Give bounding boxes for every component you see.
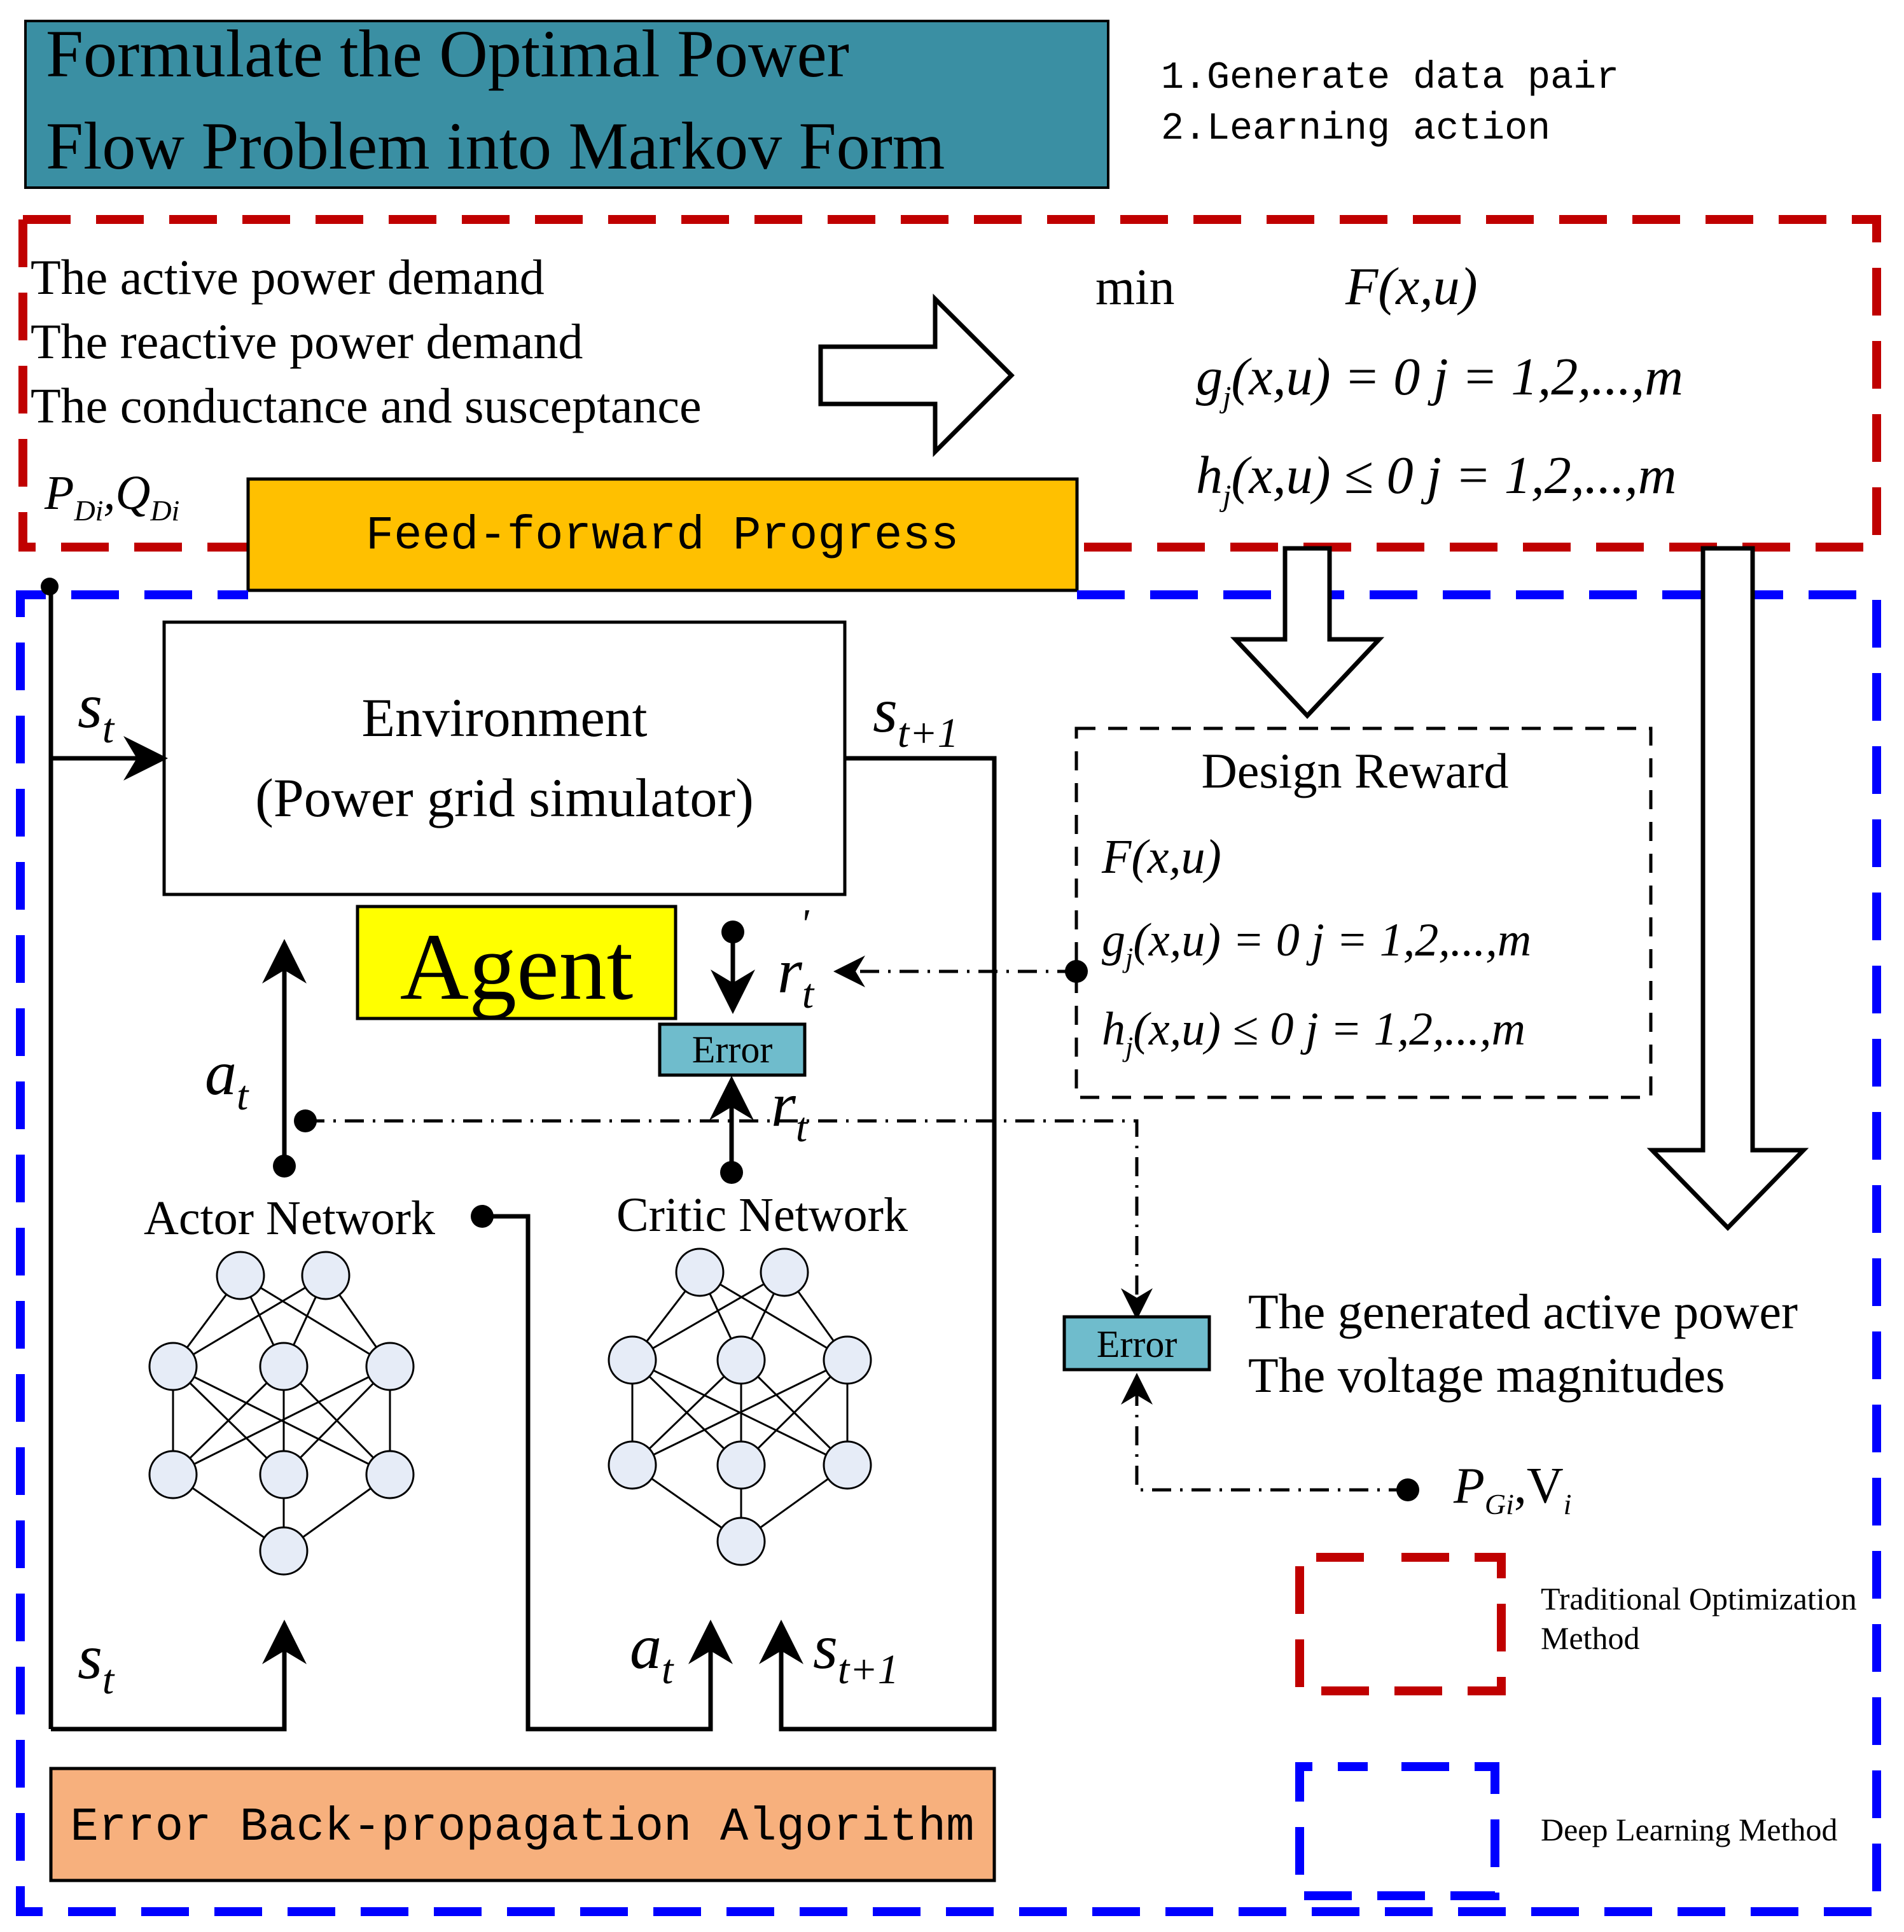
st1-label-top: st+1 [873, 675, 959, 756]
at-dash-to-error [305, 1119, 1153, 1320]
step-2: 2.Learning action [1161, 108, 1550, 151]
input-active-power: The active power demand [31, 249, 545, 305]
feed-forward-box [246, 477, 1079, 592]
design-reward-title: Design Reward [1201, 743, 1508, 798]
backprop-box [49, 1767, 996, 1882]
step-1: 1.Generate data pair [1161, 57, 1619, 100]
design-reward-equality: gj(x,u) = 0 j = 1,2,...,m [1102, 914, 1531, 973]
node-dot-rprime [721, 921, 744, 943]
title-line1: Formulate the Optimal Power [46, 17, 849, 91]
error-box-agent [658, 1022, 807, 1077]
legend-traditional-line2: Method [1541, 1620, 1640, 1656]
pg-v-label: PGi,Vi [1453, 1458, 1571, 1520]
opf-equality: gj(x,u) = 0 j = 1,2,...,m [1196, 347, 1683, 414]
bottom-st-wire [51, 1620, 307, 1732]
st-label-bottom: st [78, 1622, 115, 1703]
output-active-power: The generated active power [1248, 1284, 1798, 1339]
rt-label: rt [771, 1069, 809, 1151]
pg-to-error-wire [1121, 1373, 1408, 1492]
actor-network-label: Actor Network [144, 1192, 435, 1245]
at-to-critic-wire [482, 1214, 733, 1732]
node-dot-reward [1065, 960, 1088, 983]
legend-deep-swatch [1295, 1762, 1499, 1900]
opf-inequality: hj(x,u) ≤ 0 j = 1,2,...,m [1196, 446, 1676, 513]
error-box-output [1062, 1315, 1211, 1372]
error-label-output: Error [1097, 1323, 1178, 1365]
output-voltage: The voltage magnitudes [1248, 1347, 1725, 1403]
at-label-bottom: at [630, 1611, 674, 1693]
critic-network [608, 1247, 872, 1566]
environment-box [162, 620, 847, 896]
feed-forward-label: Feed-forward Progress [366, 510, 959, 563]
critic-network-label: Critic Network [616, 1188, 908, 1242]
design-reward-objective: F(x,u) [1101, 830, 1221, 884]
down-arrow-reward [1230, 546, 1385, 719]
environment-line1: Environment [361, 687, 647, 748]
actor-network [148, 1251, 415, 1576]
st1-wire [759, 756, 997, 1732]
agent-box [356, 905, 678, 1020]
node-dot-actor [273, 1155, 296, 1178]
traditional-region [18, 215, 1881, 552]
pd-qd-label: PDi,QDi [44, 466, 179, 527]
title-line2: Flow Problem into Markov Form [46, 109, 945, 183]
backprop-label: Error Back-propagation Algorithm [70, 1801, 974, 1854]
rprime-label: rt' [777, 901, 815, 1017]
node-dot-critic [720, 1161, 743, 1184]
error-label-agent: Error [692, 1029, 773, 1071]
st-label-top: st [78, 671, 115, 752]
legend-traditional-line1: Traditional Optimization [1541, 1581, 1857, 1616]
legend-deep: Deep Learning Method [1541, 1812, 1838, 1847]
opf-min: min [1095, 260, 1174, 316]
design-reward-inequality: hj(x,u) ≤ 0 j = 1,2,...,m [1102, 1003, 1525, 1062]
environment-line2: (Power grid simulator) [255, 767, 753, 828]
input-reactive-power: The reactive power demand [31, 314, 583, 369]
design-reward-box [1074, 726, 1653, 1099]
down-arrow-outputs [1646, 546, 1809, 1232]
opf-objective: F(x,u) [1345, 257, 1478, 316]
at-label-top: at [205, 1038, 249, 1119]
input-conductance: The conductance and susceptance [31, 378, 702, 433]
st1-label-bottom: st+1 [813, 1611, 899, 1693]
title-box [24, 20, 1109, 189]
node-dot-pg [1396, 1478, 1419, 1501]
agent-label: Agent [400, 914, 634, 1020]
right-hollow-arrow [818, 293, 1015, 457]
legend-traditional-swatch [1295, 1553, 1506, 1695]
